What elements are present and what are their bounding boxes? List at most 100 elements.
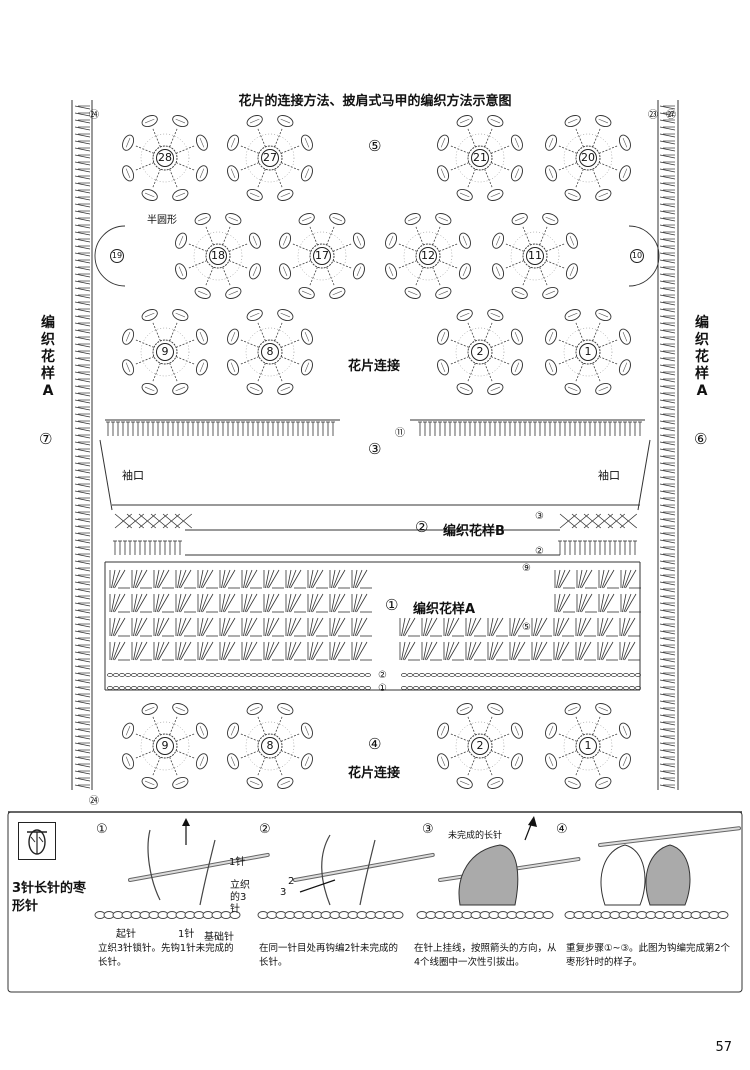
crochet-hook-icon xyxy=(293,852,435,882)
yarn-strand xyxy=(199,839,216,906)
marker-top-left: ㉔ xyxy=(89,110,99,121)
half-circle-number: 10 xyxy=(630,249,644,263)
pattern-b-rows-left xyxy=(113,540,182,555)
marker-mid: ⑪ xyxy=(395,428,405,439)
section-number-bottom: ④ xyxy=(368,735,382,753)
motif-second_row-1 xyxy=(279,213,365,299)
half-circle-number: 19 xyxy=(110,249,124,263)
pattern-a-right-row-3 xyxy=(399,641,640,661)
stitch-illustrations xyxy=(94,816,741,919)
motif-number: 20 xyxy=(579,149,597,167)
motif-number: 2 xyxy=(471,737,489,755)
step-1-bottom-note-c: 基础针 xyxy=(204,932,234,943)
pattern-a-right-row-1 xyxy=(554,593,641,613)
bobble-stitch-symbol-icon xyxy=(18,822,56,860)
step-1-note-a: 1针 xyxy=(229,857,246,868)
chain-row-0 xyxy=(107,673,641,677)
row-3-right xyxy=(418,421,642,436)
row-marker-1: ③ xyxy=(535,511,544,522)
page-number: 57 xyxy=(715,1040,732,1055)
motif-number: 2 xyxy=(471,343,489,361)
bobble-shape xyxy=(645,844,691,906)
motif-number: 21 xyxy=(471,149,489,167)
pattern-b-rows-right xyxy=(558,540,637,555)
pattern-b-cross-right xyxy=(559,513,638,529)
arrow-head-icon xyxy=(528,816,537,827)
crochet-hook-icon xyxy=(598,826,741,847)
step-2-number: ② xyxy=(259,822,271,837)
step-1-bottom-note-b: 1针 xyxy=(178,929,195,940)
pattern-a-right-row-0 xyxy=(554,569,641,589)
step-1-caption: 立织3针锁针。先钩1针未完成的长针。 xyxy=(98,943,234,968)
step-3-caption: 在针上挂线，按照箭头的方向，从4个线圈中一次性引拔出。 xyxy=(414,943,557,968)
step-1-number: ① xyxy=(96,822,108,837)
pattern-b-number: ② xyxy=(415,518,429,536)
side-chain-stitches xyxy=(74,105,676,789)
step-4-caption: 重复步骤①~③。此图为钩编完成第2个枣形针时的样子。 xyxy=(566,943,731,968)
step-3-number: ③ xyxy=(422,822,434,837)
right-side-number: ⑥ xyxy=(694,430,708,448)
page-title: 花片的连接方法、披肩式马甲的编织方法示意图 xyxy=(238,94,512,109)
foundation-chain xyxy=(94,911,241,919)
row-marker-5: ② xyxy=(378,670,387,681)
motif-number: 12 xyxy=(419,247,437,265)
section-number-middle: ③ xyxy=(368,440,382,458)
foundation-chain xyxy=(257,911,404,919)
motif-join-label-upper: 花片连接 xyxy=(348,359,401,374)
pattern-a-left-row-2 xyxy=(109,617,372,637)
sleeve-label-left: 袖口 xyxy=(122,469,144,482)
row-3-left xyxy=(106,421,335,436)
marker-top-right-a: ㉓ xyxy=(648,110,658,121)
pattern-b-cross-left xyxy=(114,513,193,529)
pattern-a-number: ① xyxy=(385,596,399,614)
yarn-strand xyxy=(321,834,331,906)
pattern-b-label: 编织花样B xyxy=(443,524,505,539)
chain-row-1 xyxy=(107,686,641,690)
pattern-a-label: 编织花样A xyxy=(413,602,476,617)
arrow-head-icon xyxy=(182,818,190,826)
marker-bottom-left: ㉔ xyxy=(89,796,99,807)
step-2-note-a: 2 xyxy=(288,876,295,887)
step-1-bottom-note-a: 起针 xyxy=(116,929,136,940)
motif-number: 28 xyxy=(156,149,174,167)
step-4-number: ④ xyxy=(556,822,568,837)
step-1-note-b: 立织的3针 xyxy=(230,880,250,915)
right-edge-stitches xyxy=(659,105,676,789)
pattern-a-left-row-1 xyxy=(109,593,372,613)
stitch-rows-layer xyxy=(106,421,642,690)
arrow-icon xyxy=(299,879,336,893)
left-side-number: ⑦ xyxy=(39,430,53,448)
motif-number: 9 xyxy=(156,343,174,361)
motif-number: 8 xyxy=(261,343,279,361)
row-marker-2: ② xyxy=(535,546,544,557)
bobble-shape xyxy=(600,844,646,906)
structural-lines xyxy=(7,100,743,993)
bobble-shape xyxy=(458,844,519,906)
half-circle-motif xyxy=(94,225,126,287)
motif-number: 17 xyxy=(313,247,331,265)
motif-number: 1 xyxy=(579,343,597,361)
motif-number: 18 xyxy=(209,247,227,265)
left-edge-stitches xyxy=(74,105,91,789)
yarn-strand xyxy=(147,829,161,901)
marker-top-right-b: ㉗ xyxy=(666,110,676,121)
motif-number: 9 xyxy=(156,737,174,755)
motif-number: 8 xyxy=(261,737,279,755)
pattern-a-left-row-0 xyxy=(109,569,372,589)
motif-number: 11 xyxy=(526,247,544,265)
motif-number: 1 xyxy=(579,737,597,755)
row-marker-6: ① xyxy=(378,683,387,694)
motif-number: 27 xyxy=(261,149,279,167)
step-3-note: 未完成的长针 xyxy=(448,831,503,841)
section-number-top: ⑤ xyxy=(368,137,382,155)
motif-third_row-1 xyxy=(227,309,313,395)
stitch-title: 3针长针的枣形针 xyxy=(12,881,87,914)
row-marker-4: ⑤ xyxy=(522,622,531,633)
step-2-note-b: 3 xyxy=(280,887,287,898)
sleeve-label-right: 袖口 xyxy=(598,469,620,482)
pattern-a-left-row-3 xyxy=(109,641,372,661)
foundation-chain xyxy=(564,911,729,919)
half-circle-motif xyxy=(628,225,660,287)
